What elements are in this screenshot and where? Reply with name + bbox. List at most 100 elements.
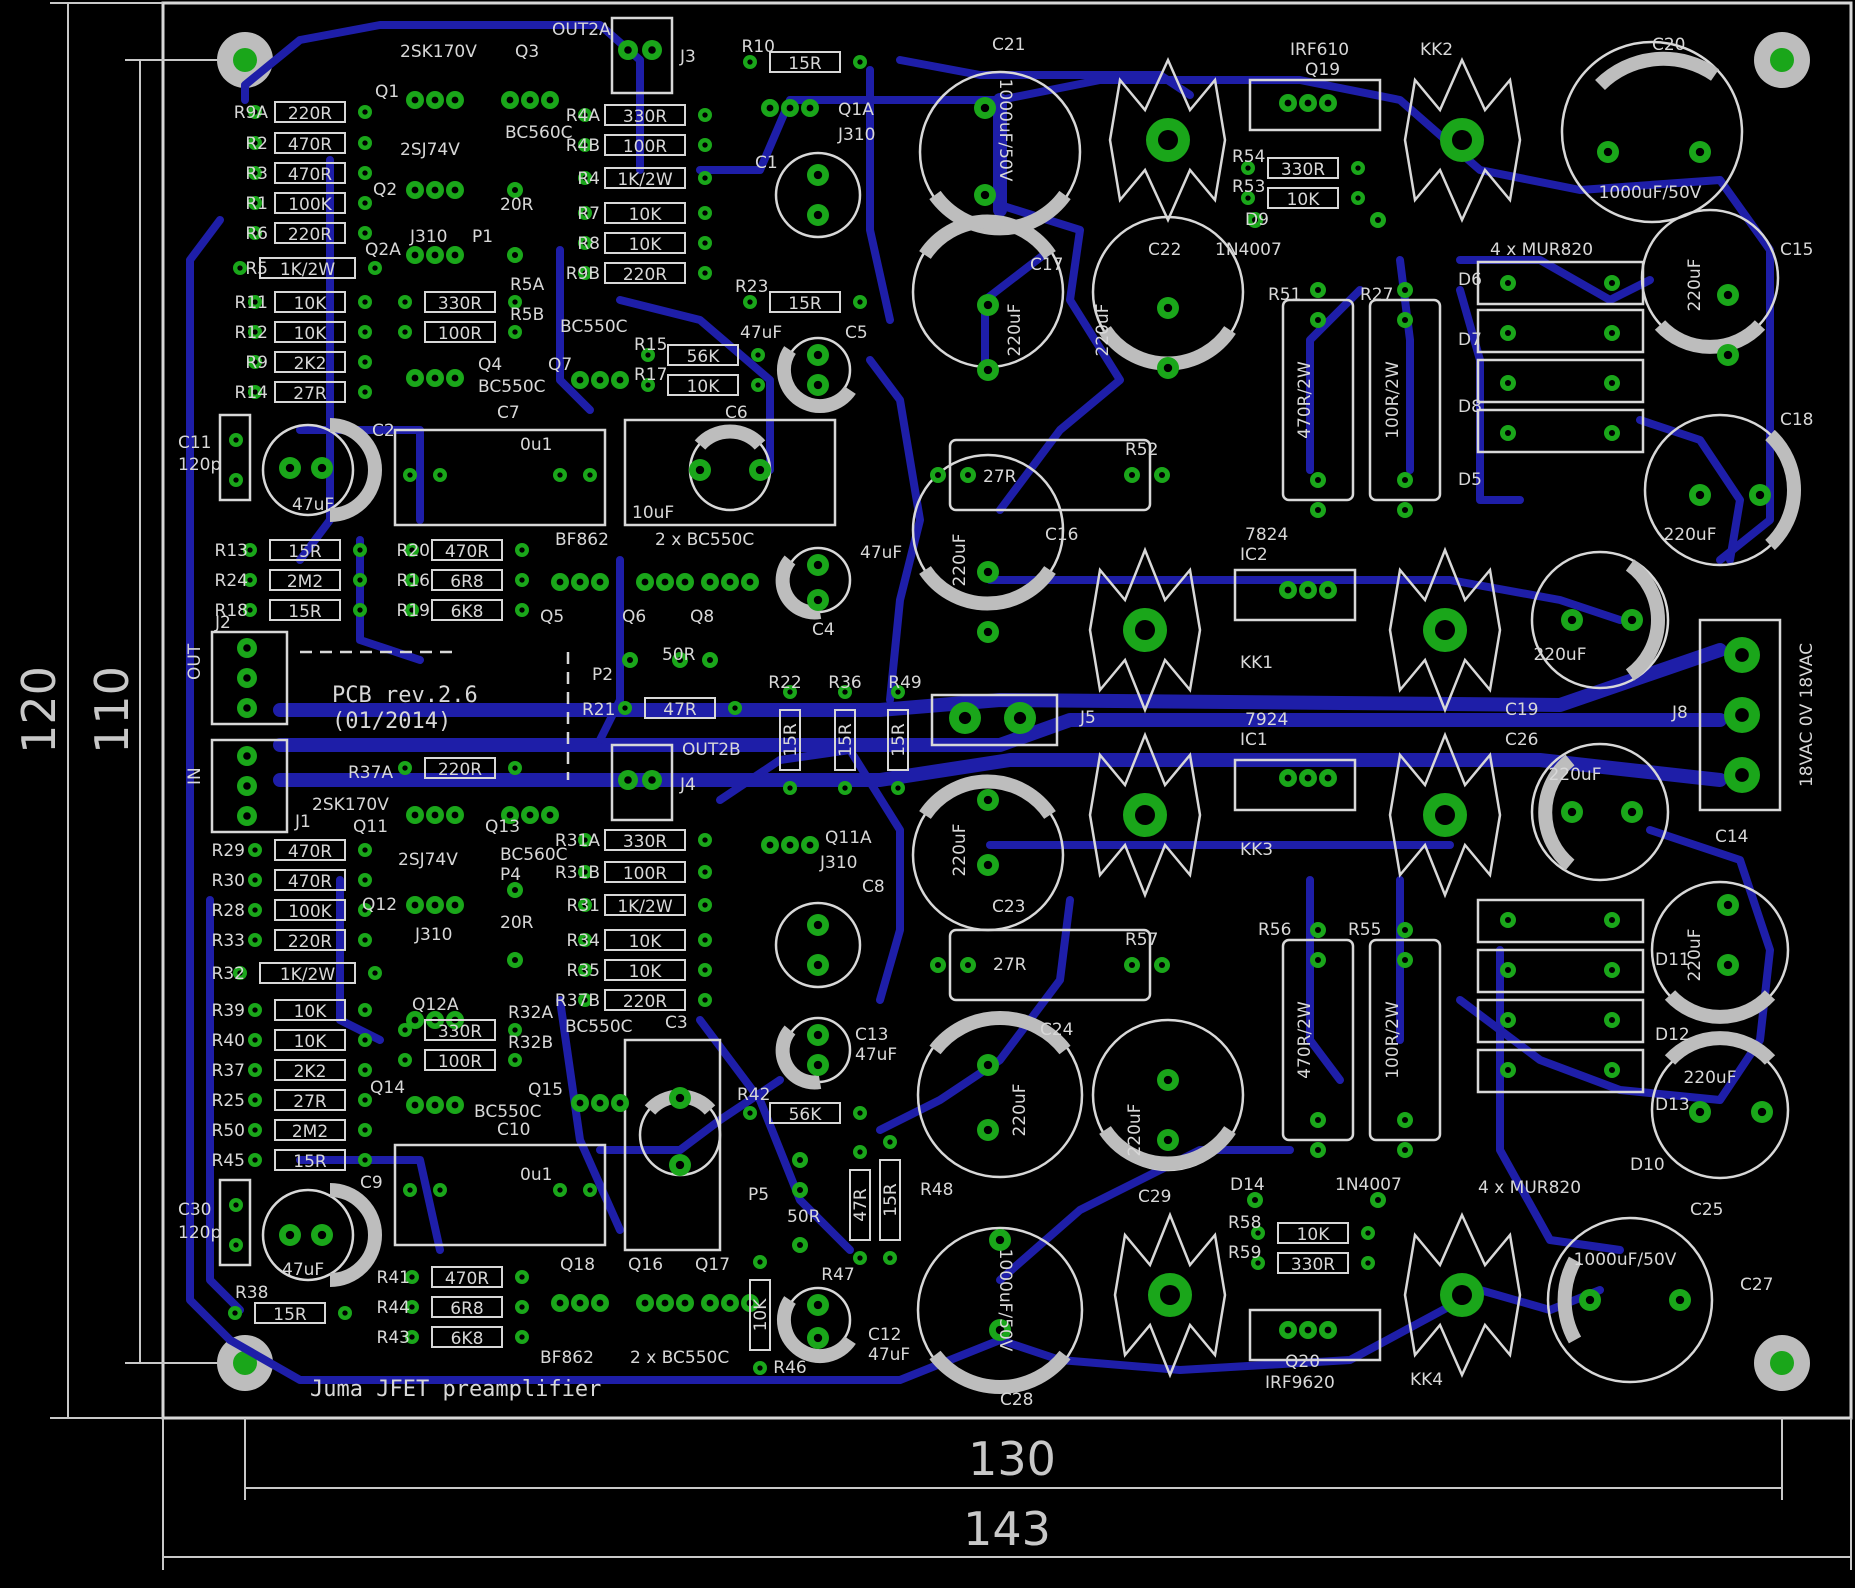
- component-pads: [228, 40, 1773, 1375]
- component-label: Q8: [690, 607, 714, 627]
- resistor-ref: R39: [212, 1001, 245, 1021]
- pad-hole: [1163, 1075, 1173, 1085]
- resistor-value: 10K: [751, 1298, 771, 1332]
- resistor-body: [274, 192, 346, 214]
- pad-hole: [576, 578, 584, 586]
- component-label: KK4: [1410, 1370, 1443, 1390]
- pad-hole: [362, 140, 368, 146]
- resistor-ref: R41: [377, 1268, 410, 1288]
- component-label: C5: [845, 323, 868, 343]
- pad-hole: [252, 109, 258, 115]
- pad-hole: [431, 251, 439, 259]
- resistor-body: [274, 291, 346, 313]
- component-label: D9: [1245, 210, 1269, 230]
- resistor-body: [424, 757, 496, 779]
- pad-hole: [1723, 290, 1733, 300]
- pad-hole: [1314, 1116, 1322, 1124]
- heatsinks: [1088, 56, 1522, 1379]
- pad-hole: [357, 607, 363, 613]
- resistor-value: 10K: [629, 962, 663, 982]
- resistor-ref: R5: [245, 259, 268, 279]
- resistor-body: [431, 569, 503, 591]
- component-label: BF862: [555, 530, 609, 550]
- pad-hole: [1504, 379, 1512, 387]
- resistor-value: 10K: [629, 205, 663, 225]
- pad-hole: [702, 967, 708, 973]
- component-label: C22: [1148, 240, 1182, 260]
- resistor-value: 27R: [293, 384, 327, 404]
- resistor-body: [769, 51, 841, 73]
- resistor-body: [604, 262, 686, 284]
- resistor-body: [1277, 1222, 1349, 1244]
- resistor-value: 1K/2W: [280, 965, 336, 985]
- pad-hole: [983, 1125, 993, 1135]
- component-label: 220uF: [1548, 765, 1601, 785]
- resistor-ref: R14: [235, 383, 268, 403]
- component-label: R47: [821, 1265, 854, 1285]
- component-label: J310: [409, 227, 447, 247]
- pad-hole: [1401, 1116, 1409, 1124]
- pad-hole: [1314, 286, 1322, 294]
- pad-hole: [702, 142, 708, 148]
- component-label: D13: [1655, 1095, 1690, 1115]
- component-label: 120p: [178, 1223, 221, 1243]
- component-label: BC550C: [560, 317, 628, 337]
- pad-hole: [1675, 1295, 1685, 1305]
- pad-hole: [1504, 1066, 1512, 1074]
- resistor-value: 6K8: [451, 602, 484, 622]
- pad-hole: [285, 463, 295, 473]
- component-label: D12: [1655, 1025, 1690, 1045]
- resistor-value: 100K: [288, 902, 332, 922]
- resistor-body: [424, 291, 496, 313]
- component-label: J8: [1671, 703, 1688, 723]
- pad-hole: [813, 350, 823, 360]
- component-label: 2SJ74V: [400, 140, 460, 160]
- pad-hole: [857, 1110, 863, 1116]
- resistor-ref: R34: [567, 931, 600, 951]
- pad-hole: [1401, 956, 1409, 964]
- component-label: C1: [755, 153, 778, 173]
- pad-hole: [437, 1187, 443, 1193]
- resistor-value: 15R: [788, 294, 822, 314]
- pad-hole: [706, 1299, 714, 1307]
- pad-hole: [755, 352, 761, 358]
- pad-hole: [1355, 165, 1361, 171]
- resistor-ref: R44: [377, 1298, 410, 1318]
- component-label: Q17: [695, 1255, 730, 1275]
- component-label: R56: [1258, 920, 1291, 940]
- component-label: C25: [1690, 1200, 1724, 1220]
- pad-hole: [556, 578, 564, 586]
- pad-hole: [582, 937, 588, 943]
- pad-hole: [641, 1299, 649, 1307]
- resistor-body: [431, 599, 503, 621]
- pad-hole: [557, 1187, 563, 1193]
- pad-hole: [1245, 195, 1251, 201]
- resistor-body: [274, 1119, 346, 1141]
- component-label: Q7: [548, 355, 572, 375]
- dim-outer-width: 143: [963, 1502, 1051, 1556]
- pad-hole: [755, 465, 765, 475]
- pad-hole: [252, 389, 258, 395]
- component-label: 220uF: [1093, 303, 1113, 356]
- component-label: IC2: [1240, 545, 1268, 565]
- pad-hole: [582, 997, 588, 1003]
- component-label: C14: [1715, 827, 1749, 847]
- pad-hole: [431, 811, 439, 819]
- resistor-ref: R8: [577, 234, 600, 254]
- pad-hole: [1251, 216, 1259, 224]
- pad-hole: [431, 1101, 439, 1109]
- pad-hole: [511, 251, 519, 259]
- pad-hole: [362, 359, 368, 365]
- pad-hole: [796, 1186, 804, 1194]
- component-label: Q3: [515, 42, 539, 62]
- pad-hole: [626, 656, 634, 664]
- resistor-value: 220R: [623, 265, 667, 285]
- component-label: R53: [1232, 177, 1265, 197]
- component-label: 20R: [500, 195, 534, 215]
- resistor-value: 330R: [438, 1022, 482, 1042]
- pad-hole: [409, 1274, 415, 1280]
- pad-hole: [706, 656, 714, 664]
- pad-hole: [796, 1241, 804, 1249]
- component-label: 1000uF/50V: [995, 1249, 1015, 1352]
- pad-hole: [411, 811, 419, 819]
